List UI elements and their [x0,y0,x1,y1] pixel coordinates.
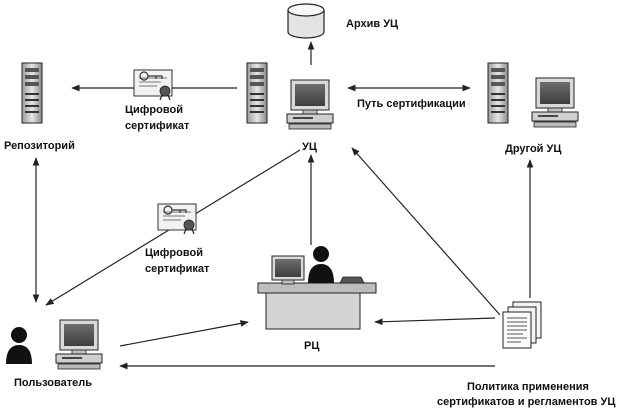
policy-label-line1: Политика применения [467,381,589,393]
ca-label: УЦ [302,141,317,153]
repository-label: Репозиторий [4,140,75,152]
edge-user-to-ra [119,320,249,347]
user-label: Пользователь [14,377,92,389]
other-ca-label: Другой УЦ [505,143,561,155]
cert-top-label-line1: Цифровой [125,104,183,116]
database-icon [287,3,325,39]
computer-monitor-icon [286,79,334,130]
computer-monitor-icon [55,319,103,370]
server-tower-icon [21,62,43,124]
person-icon [308,246,334,283]
document-stack-icon [502,301,542,349]
certificate-icon [157,203,197,235]
ra-desk [257,282,377,330]
ra-label: РЦ [304,340,319,352]
cert-mid-label-line1: Цифровой [145,247,203,259]
server-tower-icon [487,62,509,124]
computer-monitor-icon [531,77,579,128]
edge-policy-to-ra [374,317,496,326]
certificate-icon [133,69,173,101]
edge-policy-to-ca [351,147,501,316]
person-icon [6,327,32,364]
phone-icon [339,276,365,284]
cert-top-label-line2: сертификат [125,120,190,132]
server-tower-icon [246,62,268,124]
computer-monitor-icon [271,255,305,285]
archive-label: Архив УЦ [346,18,398,30]
policy-label-line2: сертификатов и регламентов УЦ [437,396,615,408]
cert-path-label: Путь сертификации [357,98,466,110]
cert-mid-label-line2: сертификат [145,263,210,275]
